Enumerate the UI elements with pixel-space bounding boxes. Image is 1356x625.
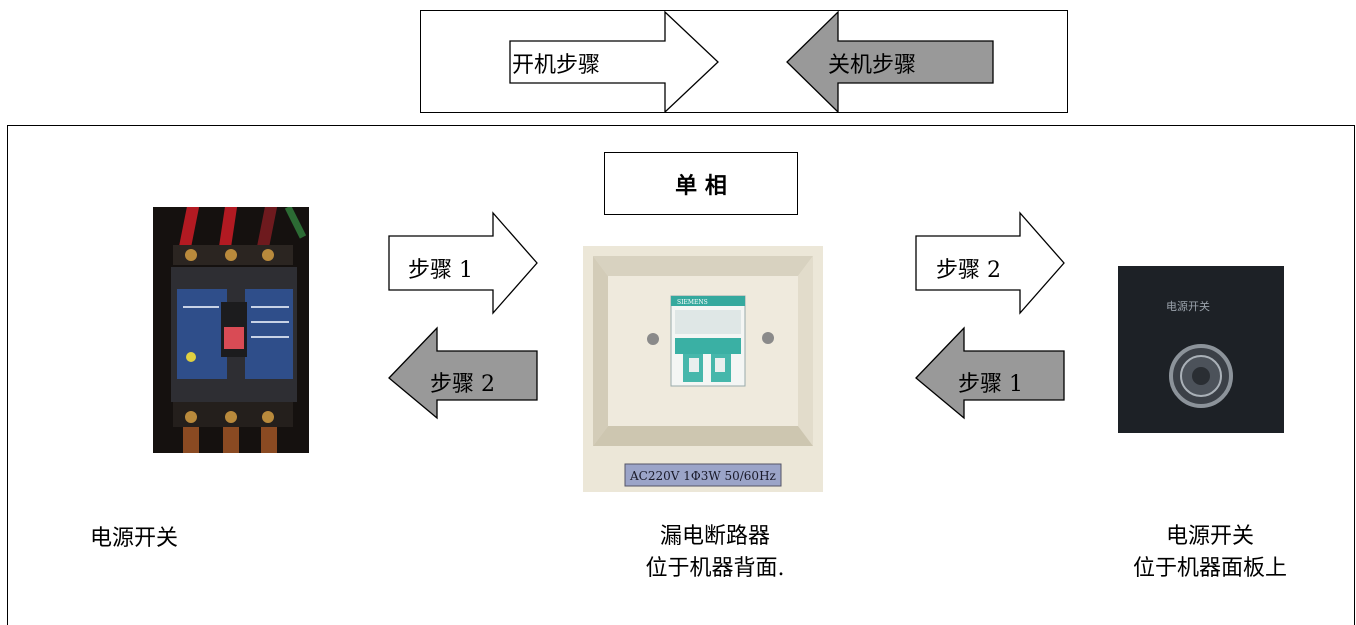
right-caption: 电源开关 位于机器面板上 [1100,521,1320,585]
main-frame [7,125,1355,625]
breaker-rating-plate: AC220V 1Φ3W 50/60Hz [629,469,776,483]
left-caption-line1: 电源开关 [90,526,179,551]
left-caption: 电源开关 [90,523,240,555]
right-step2-arrow [915,211,1065,315]
right-step1-label: 步骤 1 [958,372,1023,397]
power-on-arrow [509,10,719,113]
main-power-switch-photo [153,207,309,453]
phase-label: 单 相 [675,173,727,199]
center-caption-line2: 位于机器背面. [645,556,785,581]
power-on-steps-label: 开机步骤 [512,53,601,78]
right-caption-line2: 位于机器面板上 [1132,556,1287,581]
panel-power-switch-photo: 电源开关 [1118,266,1284,433]
right-step2-label: 步骤 2 [936,258,1001,283]
left-step2-arrow [388,326,538,420]
breaker-brand: SIEMENS [677,299,708,306]
left-step1-arrow [388,211,538,315]
left-arrows [388,211,538,420]
right-arrows [915,211,1065,420]
center-caption-line1: 漏电断路器 [659,524,770,549]
power-off-arrow [786,10,994,113]
left-step1-label: 步骤 1 [408,258,473,283]
phase-box: 单 相 [604,152,798,215]
center-caption: 漏电断路器 位于机器背面. [590,521,840,585]
power-off-steps-label: 关机步骤 [828,53,917,78]
legend-arrows [509,10,994,113]
right-caption-line1: 电源开关 [1165,524,1254,549]
legend-box [420,10,1068,113]
left-step2-label: 步骤 2 [430,372,495,397]
right-step1-arrow [915,326,1065,420]
panel-switch-plate-text: 电源开关 [1166,299,1210,313]
leakage-breaker-photo: SIEMENS AC220V 1Φ3W 50/60Hz [583,246,823,492]
